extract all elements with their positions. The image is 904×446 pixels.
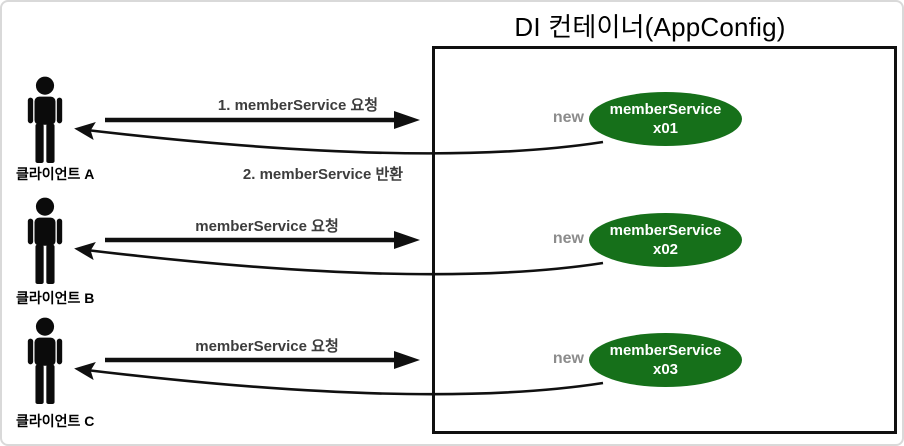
bean-member-service-x01: memberService x01 — [589, 92, 742, 146]
container-title: DI 컨테이너(AppConfig) — [514, 12, 786, 42]
bean-member-service-x03: memberService x03 — [589, 333, 742, 387]
new-keyword-b: new — [552, 230, 584, 247]
person-icon — [24, 76, 66, 164]
client-c-label: 클라이언트 C — [16, 413, 95, 429]
client-b-label: 클라이언트 B — [16, 290, 95, 306]
request-label-b: memberService 요청 — [195, 218, 339, 235]
bean-instance-id: x02 — [652, 241, 679, 258]
new-keyword-a: new — [552, 109, 584, 126]
bean-name: memberService — [609, 222, 722, 239]
person-icon — [24, 197, 66, 285]
bean-instance-id: x01 — [652, 120, 679, 137]
bean-member-service-x02: memberService x02 — [589, 213, 742, 267]
client-a-label: 클라이언트 A — [16, 166, 95, 182]
person-icon-svg — [27, 76, 63, 163]
new-keyword-c: new — [552, 350, 584, 367]
person-icon-svg — [27, 317, 63, 404]
bean-instance-id: x03 — [652, 361, 679, 378]
return-label-a: 2. memberService 반환 — [242, 166, 404, 183]
person-icon — [24, 317, 66, 405]
person-icon-svg — [27, 197, 63, 284]
bean-name: memberService — [609, 101, 722, 118]
bean-name: memberService — [609, 342, 722, 359]
request-label-c: memberService 요청 — [195, 338, 339, 355]
request-label-a: 1. memberService 요청 — [217, 97, 379, 114]
